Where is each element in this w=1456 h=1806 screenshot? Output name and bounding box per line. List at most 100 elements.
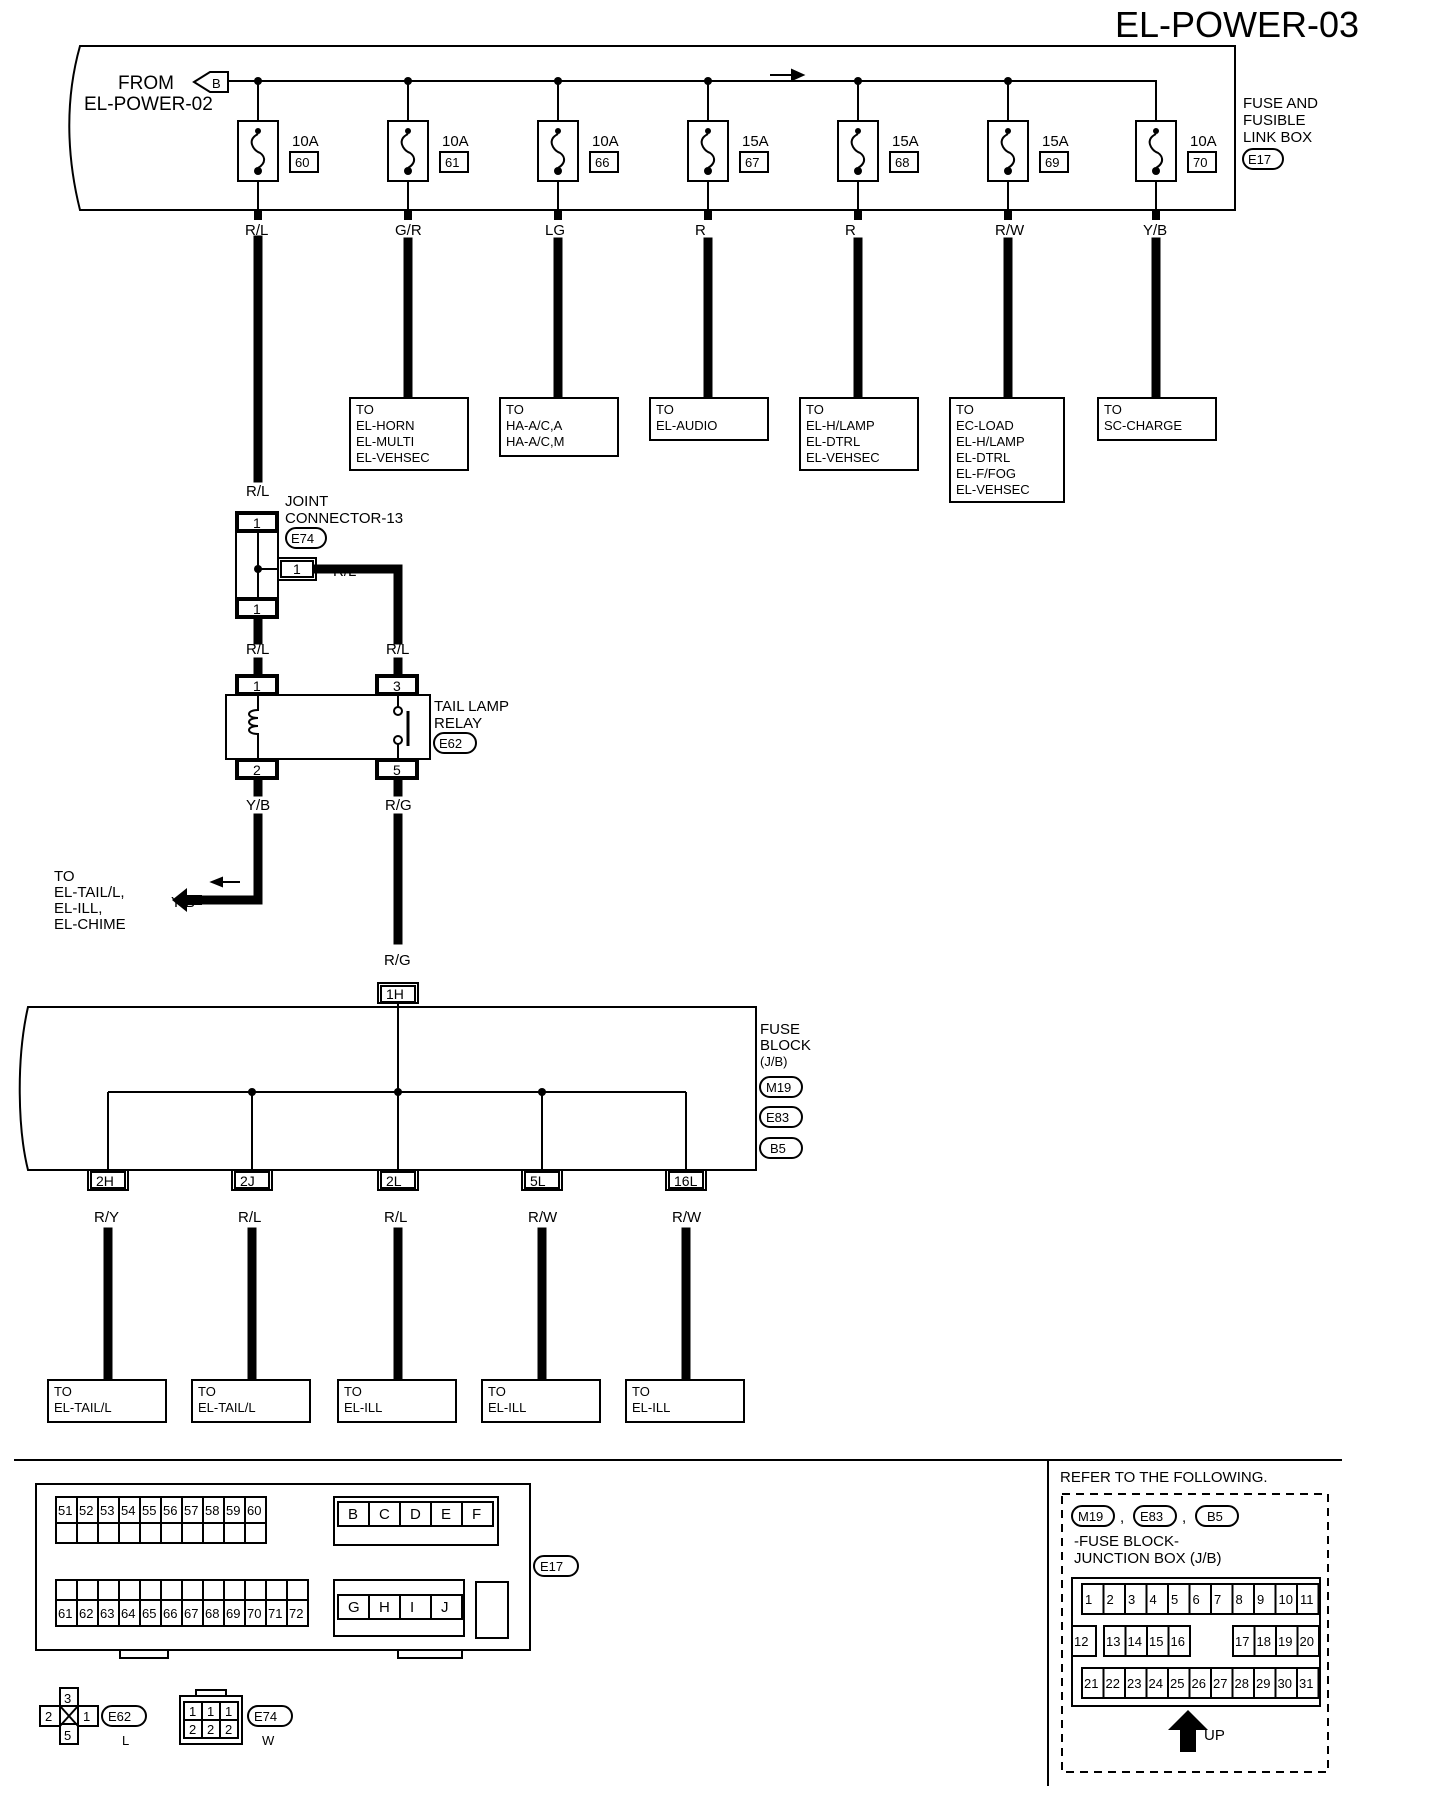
connector-cell-label: 65 <box>142 1606 156 1621</box>
fuse-terminal <box>1153 128 1159 134</box>
connector-cell-label: 68 <box>205 1606 219 1621</box>
jb-cell-label: 1 <box>1085 1592 1092 1607</box>
connector-cell-label: 69 <box>226 1606 240 1621</box>
destination-line: EL-DTRL <box>806 434 860 449</box>
e74-face-top-1: 1 <box>189 1704 196 1719</box>
fuse-rating: 10A <box>592 133 619 150</box>
refer-m19-oval <box>1071 1505 1115 1527</box>
jb-cell-label: 4 <box>1150 1592 1157 1607</box>
joint-label-2: CONNECTOR-13 <box>285 510 403 527</box>
e62-face-pin-3: 3 <box>64 1691 71 1706</box>
fuse-group: 10A60R/L10A61G/R10A66LG15A67R15A68R15A69… <box>237 77 1217 403</box>
connector-cell-label: 62 <box>79 1606 93 1621</box>
destination-line: EL-TAIL/L <box>54 1400 112 1415</box>
connector-cell-label: 51 <box>58 1503 72 1518</box>
wire-label-yb-out: Y/B <box>171 894 195 911</box>
connector-cell-label: E <box>441 1506 451 1523</box>
connector-cell <box>139 1522 162 1544</box>
connector-cell <box>97 1579 120 1601</box>
jb-cell-label: 14 <box>1128 1634 1142 1649</box>
relay-label-2: RELAY <box>434 715 482 732</box>
connector-m19-oval <box>759 1076 803 1098</box>
connector-cell <box>160 1522 183 1544</box>
connector-cell <box>139 1579 162 1601</box>
e74-face-top-2: 1 <box>207 1704 214 1719</box>
connector-cell-label: 55 <box>142 1503 156 1518</box>
fuse-number: 60 <box>295 155 309 170</box>
relay-coil-icon <box>248 695 259 759</box>
connector-e83-oval <box>759 1106 803 1128</box>
relay-pin-2: 2 <box>253 762 261 778</box>
connector-cell-label: D <box>410 1506 421 1523</box>
fuse-rating: 10A <box>442 133 469 150</box>
wire-color-label: G/R <box>395 222 422 239</box>
fuse-terminal <box>405 128 411 134</box>
connector-cell <box>181 1522 204 1544</box>
connector-cell <box>202 1522 225 1544</box>
destination-line: EL-HORN <box>356 418 415 433</box>
e74-face-bottom-2: 2 <box>207 1722 214 1737</box>
connector-cell <box>461 1501 494 1527</box>
fuse-number-box <box>589 151 619 173</box>
fuse-number: 67 <box>745 155 759 170</box>
jb-cell-label: 3 <box>1128 1592 1135 1607</box>
destination-box <box>499 397 619 457</box>
fuse-element-icon <box>1000 133 1015 169</box>
connector-cell-label: J <box>441 1599 449 1616</box>
wire-label-yb-relay: Y/B <box>246 797 270 814</box>
jb-cell <box>1296 1667 1320 1699</box>
joint-pin-side: 1 <box>293 561 301 577</box>
connector-cell-label: 67 <box>184 1606 198 1621</box>
wire-color-label: R/L <box>238 1209 261 1226</box>
wire-color-label: R/L <box>384 1209 407 1226</box>
jb-cell-label: 15 <box>1149 1634 1163 1649</box>
fuse-number-box <box>1039 151 1069 173</box>
jb-cell <box>1296 1625 1320 1657</box>
connector-e83-tag: E83 <box>766 1110 789 1125</box>
connector-cell-label: 54 <box>121 1503 135 1518</box>
connector-cell-label: 70 <box>247 1606 261 1621</box>
destination-line: EC-LOAD <box>956 418 1014 433</box>
fuse-rating: 10A <box>1190 133 1217 150</box>
destination-box <box>47 1379 167 1423</box>
connector-cell-label: 60 <box>247 1503 261 1518</box>
connector-e17-face-oval <box>533 1555 579 1577</box>
pin-label: 16L <box>674 1173 698 1189</box>
jb-cell-label: 22 <box>1106 1676 1120 1691</box>
fuse-number-box <box>889 151 919 173</box>
refer-dashed-box <box>1061 1493 1329 1773</box>
tail-out-line-3: EL-ILL, <box>54 900 102 917</box>
refer-m19-tag: M19 <box>1078 1509 1103 1524</box>
wire-color-label: Y/B <box>1143 222 1167 239</box>
fuse-element-icon <box>850 133 865 169</box>
joint-pin-in: 1 <box>253 515 261 531</box>
jb-cell <box>1071 1625 1097 1657</box>
destination-box <box>625 1379 745 1423</box>
wire-label-rl-joint-out: R/L <box>246 641 269 658</box>
tail-out-line-2: EL-TAIL/L, <box>54 884 125 901</box>
wire-stub <box>254 210 262 220</box>
destination-box <box>799 397 919 471</box>
jb-cell-label: 12 <box>1074 1634 1088 1649</box>
jb-cell-label: 8 <box>1236 1592 1243 1607</box>
fuse-block <box>18 982 757 1171</box>
tail-lamp-relay <box>225 674 431 780</box>
connector-cell <box>97 1522 120 1544</box>
jb-cell-label: 28 <box>1235 1676 1249 1691</box>
connector-cell-label: C <box>379 1506 390 1523</box>
destination-line: TO <box>1104 402 1122 417</box>
wire-color-label: R/W <box>528 1209 558 1226</box>
up-label: UP <box>1204 1727 1225 1744</box>
connector-cell-label: 72 <box>289 1606 303 1621</box>
fuse-block-input-pin: 1H <box>386 986 404 1002</box>
connector-cell <box>160 1579 183 1601</box>
connector-e74-color: W <box>262 1733 275 1748</box>
jb-cell-label: 20 <box>1300 1634 1314 1649</box>
wire-stub <box>554 210 562 220</box>
connector-e62-oval <box>433 732 477 754</box>
wire-label-rg-fuseblock: R/G <box>384 952 411 969</box>
tail-out-line-4: EL-CHIME <box>54 916 126 933</box>
connector-cell <box>430 1501 463 1527</box>
fuse-rating: 10A <box>292 133 319 150</box>
connector-cell-label: 52 <box>79 1503 93 1518</box>
